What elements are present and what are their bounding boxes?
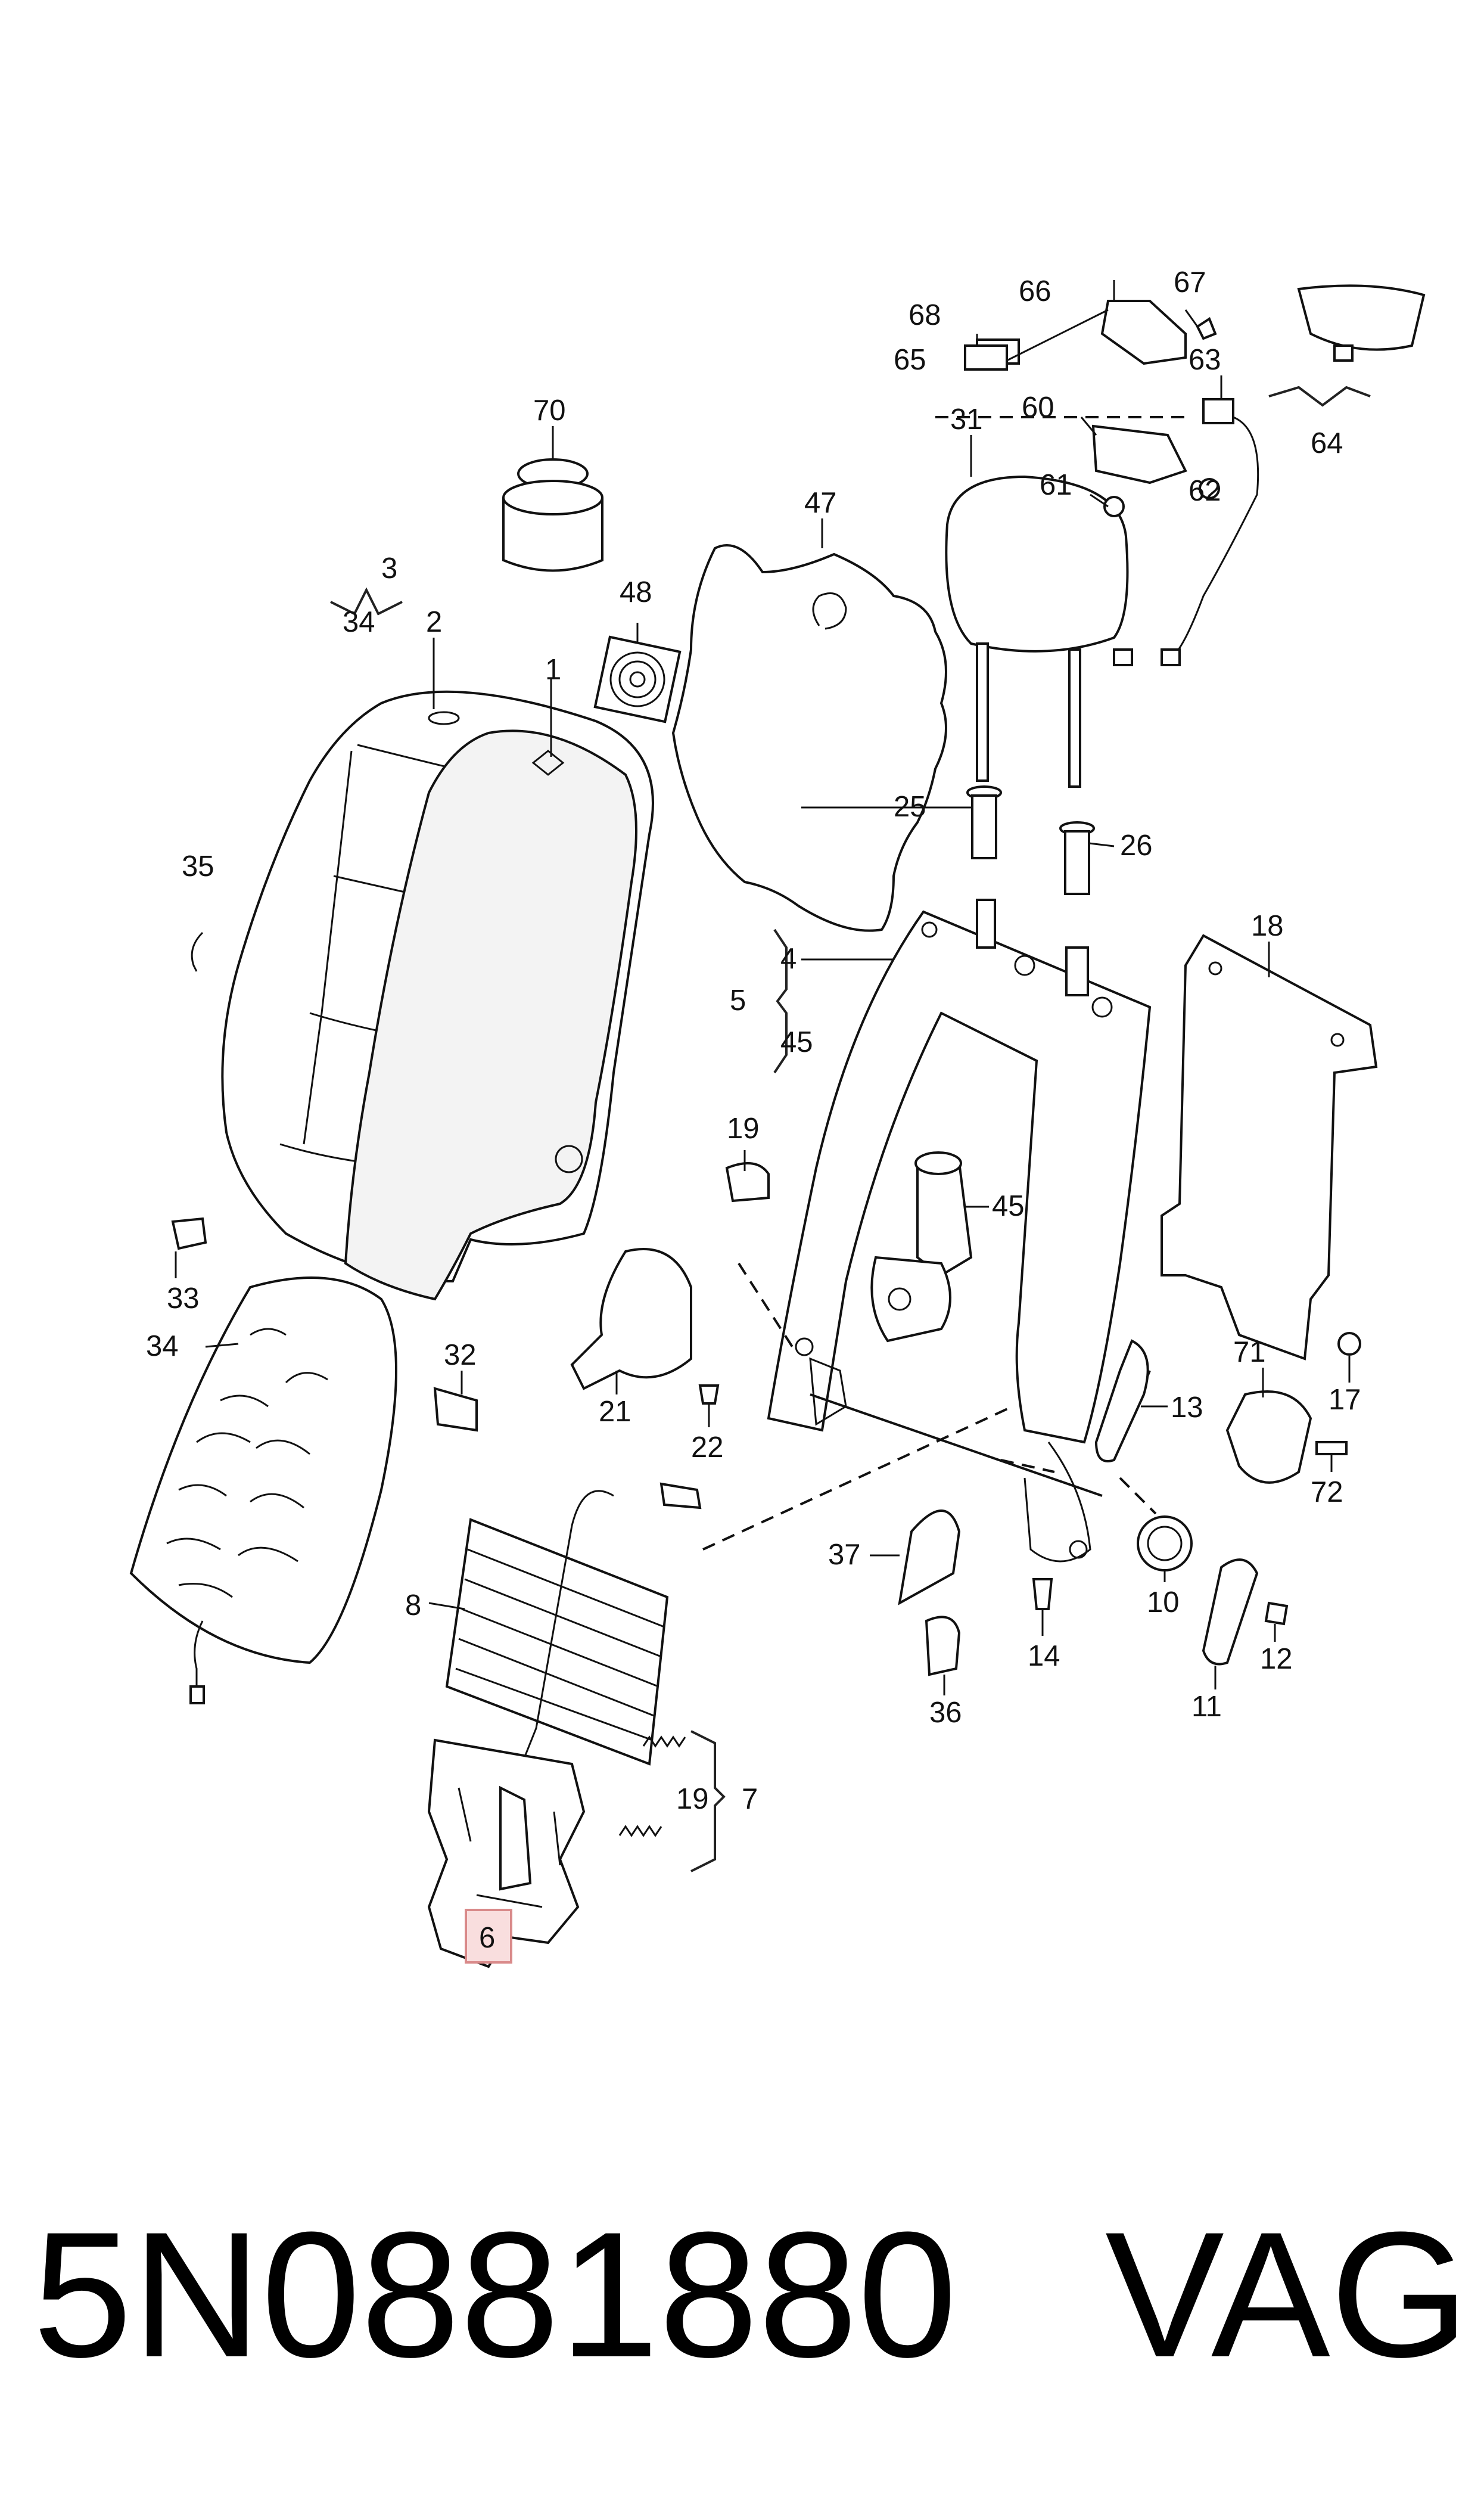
callout-34-pad: 34 (146, 1330, 179, 1362)
cover-part-36 (925, 1616, 961, 1676)
callout-33: 33 (167, 1282, 200, 1315)
back-panel-part-18 (1161, 934, 1378, 1361)
callout-1: 1 (545, 654, 561, 686)
dotted-insert (344, 729, 637, 1301)
callout-19-spring: 19 (676, 1783, 709, 1815)
callout-61: 61 (1040, 469, 1072, 501)
callout-19-top: 19 (727, 1113, 760, 1145)
callout-18: 18 (1251, 910, 1284, 942)
handle-part-13 (1094, 1339, 1149, 1462)
callout-45-top: 45 (780, 1026, 813, 1058)
callout-3: 3 (381, 552, 397, 585)
clip-part-33 (171, 1217, 207, 1250)
callout-71: 71 (1233, 1336, 1266, 1368)
callout-47: 47 (804, 487, 837, 519)
callout-22: 22 (691, 1431, 724, 1464)
callout-67: 67 (1174, 266, 1206, 299)
headrest-part-31 (945, 475, 1129, 788)
mechanism-part-71 (1225, 1390, 1312, 1484)
callout-64: 64 (1311, 427, 1343, 459)
callout-12: 12 (1260, 1643, 1293, 1675)
callout-4: 4 (780, 943, 797, 975)
cylinder-part-70 (502, 458, 603, 572)
callout-65: 65 (894, 344, 926, 376)
callout-31: 31 (950, 403, 983, 436)
screw-part-22 (698, 1384, 720, 1405)
callout-72: 72 (1311, 1476, 1343, 1508)
callout-21: 21 (599, 1396, 631, 1428)
callout-25: 25 (894, 791, 926, 823)
callout-45-motor: 45 (992, 1190, 1025, 1222)
knob-part-10 (1137, 1515, 1193, 1571)
bracket-part-21 (570, 1248, 692, 1390)
callout-8: 8 (405, 1589, 421, 1622)
callout-6: 6 (479, 1922, 495, 1954)
callout-32: 32 (444, 1339, 477, 1371)
headrest-electrics (964, 284, 1426, 666)
callout-26: 26 (1120, 830, 1153, 862)
callout-37: 37 (828, 1539, 861, 1571)
callout-70: 70 (533, 395, 566, 427)
motor-part-45 (870, 1151, 973, 1343)
backrest-cover-part-2 (221, 690, 654, 1301)
backrest-frame-part-4 (767, 899, 1152, 1563)
callout-14: 14 (1028, 1640, 1060, 1672)
foam-pad-part-34 (129, 1276, 397, 1704)
callout-60: 60 (1022, 392, 1054, 424)
callout-35: 35 (182, 850, 214, 883)
callout-labels: 1 2 3 34 35 70 48 47 31 66 67 68 65 63 6… (146, 266, 1361, 1954)
callout-34: 34 (343, 606, 375, 638)
pin-part-72 (1315, 1441, 1348, 1455)
clip-part-35 (191, 931, 204, 972)
guide-sleeve-part-26 (1059, 821, 1095, 895)
wire-mat-part-8 (445, 1490, 669, 1788)
cap-part-19 (725, 1162, 770, 1203)
brand-text: VAG (1105, 2194, 1470, 2394)
callout-10: 10 (1147, 1586, 1180, 1619)
callout-62: 62 (1189, 475, 1221, 507)
callout-17: 17 (1329, 1384, 1361, 1416)
bolt-part-14 (1032, 1578, 1053, 1610)
callout-11: 11 (1191, 1691, 1222, 1723)
callout-36: 36 (929, 1697, 962, 1729)
clip-part-12 (1264, 1601, 1289, 1626)
pad-part-47 (671, 544, 947, 932)
callout-63: 63 (1189, 344, 1221, 376)
leader-lines (175, 280, 1351, 1937)
fan-part-48 (593, 635, 682, 723)
callout-66: 66 (1019, 275, 1051, 308)
nut-part-17 (1337, 1332, 1361, 1356)
callout-2: 2 (426, 606, 442, 638)
callout-48: 48 (620, 576, 652, 608)
callout-7: 7 (742, 1783, 758, 1815)
callout-68: 68 (909, 299, 941, 331)
callout-5: 5 (730, 984, 746, 1017)
cover-part-37 (898, 1509, 961, 1605)
callout-13: 13 (1171, 1391, 1203, 1424)
lever-part-11 (1202, 1558, 1259, 1666)
spring-part-19 (642, 1735, 686, 1748)
highlight-box-part-6 (465, 1909, 512, 1964)
guide-sleeve-part-25 (966, 785, 1002, 859)
part-number-text: 5N0881880 (33, 2194, 957, 2394)
connector-part-32 (433, 1387, 478, 1432)
